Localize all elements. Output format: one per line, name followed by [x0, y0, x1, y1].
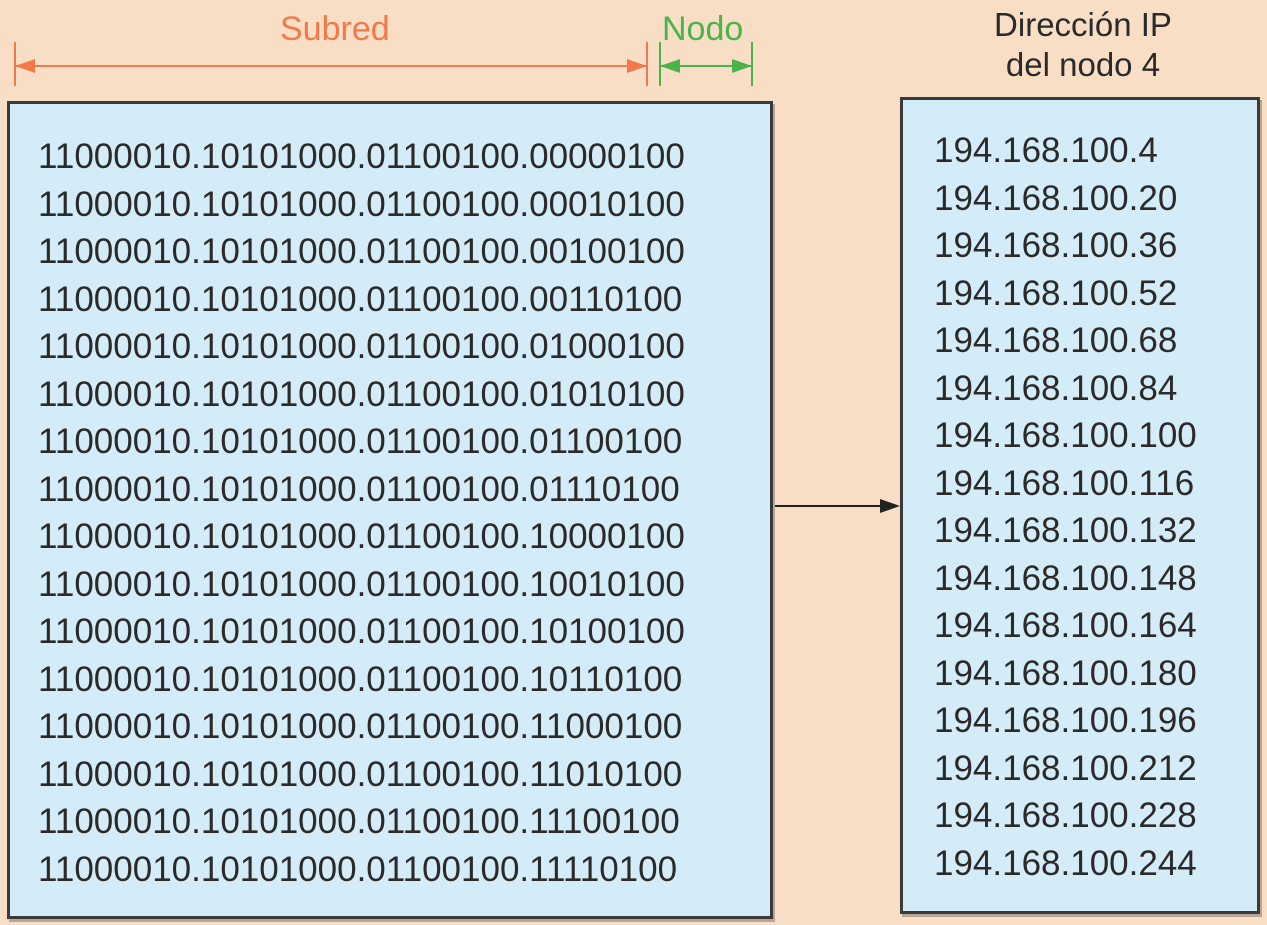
node-bracket: [659, 42, 753, 86]
binary-address-item: 11000010.10101000.01100100.01000100: [38, 327, 685, 366]
ip-address-item: 194.168.100.4: [934, 131, 1158, 170]
ip-address-item: 194.168.100.116: [934, 463, 1195, 503]
binary-address-item: 11000010.10101000.01100100.00000100: [38, 137, 685, 176]
binary-address-item: 11000010.10101000.01100100.10000100: [38, 517, 685, 556]
node-label: Nodo: [662, 10, 744, 48]
binary-address-item: 11000010.10101000.01100100.00010100: [38, 184, 685, 224]
ip-address-item: 194.168.100.148: [934, 558, 1197, 598]
binary-address-item: 11000010.10101000.01100100.10010100: [38, 564, 685, 604]
ip-address-item: 194.168.100.212: [934, 748, 1197, 788]
ip-address-item: 194.168.100.68: [934, 321, 1178, 360]
binary-address-box: [7, 101, 773, 919]
ip-address-item: 194.168.100.84: [934, 368, 1178, 408]
binary-address-item: 11000010.10101000.01100100.00100100: [38, 232, 685, 271]
ip-address-item: 194.168.100.228: [934, 796, 1197, 835]
binary-address-item: 11000010.10101000.01100100.10100100: [38, 612, 685, 651]
binary-address-item: 11000010.10101000.01100100.01100100: [38, 422, 683, 461]
ip-column-title: Dirección IP del nodo 4: [960, 5, 1206, 85]
ip-address-box: [900, 97, 1260, 914]
ip-address-item: 194.168.100.20: [934, 178, 1178, 218]
binary-address-item: 11000010.10101000.01100100.00110100: [38, 279, 683, 319]
ip-title-line2: del nodo 4: [1005, 46, 1161, 83]
binary-address-item: 11000010.10101000.01100100.01110100: [38, 469, 680, 509]
ip-address-item: 194.168.100.196: [934, 701, 1197, 740]
binary-address-item: 11000010.10101000.01100100.11100100: [38, 802, 680, 841]
ip-address-item: 194.168.100.36: [934, 226, 1178, 265]
ip-title-line1: Dirección IP: [994, 6, 1172, 43]
binary-address-item: 11000010.10101000.01100100.11000100: [38, 707, 683, 746]
binary-address-item: 11000010.10101000.01100100.11110100: [38, 849, 678, 889]
connector-arrow: [772, 499, 900, 513]
ip-address-item: 194.168.100.100: [934, 416, 1197, 455]
binary-address-list: 11000010.10101000.01100100.00000100 1100…: [38, 133, 685, 893]
ip-address-item: 194.168.100.244: [934, 843, 1197, 883]
ip-address-list: 194.168.100.4 194.168.100.20 194.168.100…: [934, 127, 1197, 887]
ip-address-item: 194.168.100.132: [934, 511, 1197, 550]
ip-address-item: 194.168.100.52: [934, 273, 1178, 313]
ip-address-item: 194.168.100.180: [934, 653, 1197, 693]
binary-address-item: 11000010.10101000.01100100.11010100: [38, 754, 683, 794]
ip-address-item: 194.168.100.164: [934, 606, 1197, 645]
subnet-bracket: [14, 42, 648, 86]
subnet-label: Subred: [280, 10, 390, 48]
binary-address-item: 11000010.10101000.01100100.01010100: [38, 374, 685, 414]
binary-address-item: 11000010.10101000.01100100.10110100: [38, 659, 683, 699]
